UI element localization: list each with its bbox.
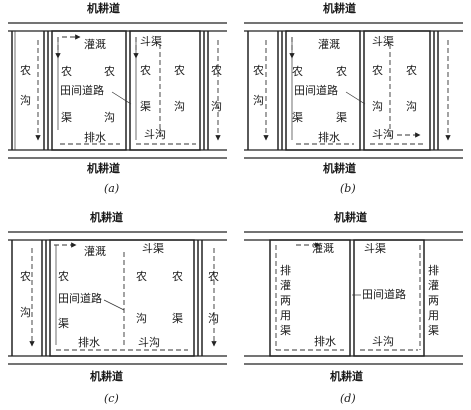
- panel-a-label-nong-c1: 农: [104, 64, 115, 78]
- panel-b-label-nong-c2: 农: [372, 63, 383, 77]
- panel-c-label-drainage: 排水: [78, 335, 100, 349]
- panel-c-label-gou-right: 沟: [208, 312, 219, 325]
- panel-a-label-nong-c2: 农: [140, 63, 151, 77]
- panel-b: 机耕道 机耕道 农 沟 灌溉 农 农 田间道路 渠 渠 排水 斗渠 农 农 沟: [244, 1, 463, 195]
- panel-b-label-nong-right: 农: [406, 63, 417, 77]
- panel-b-label-drainage: 排水: [318, 130, 340, 144]
- panel-a-label-qu-c1: 沟: [104, 111, 115, 124]
- panel-d-left-ch-3: 用: [280, 309, 291, 322]
- panel-d-left-ch-1: 灌: [280, 279, 291, 292]
- panel-b-label-qu-c2: 沟: [372, 100, 383, 113]
- panel-a-label-qu-c2: 渠: [140, 100, 151, 113]
- panel-a-label-douqu: 斗渠: [140, 35, 162, 48]
- panel-d-right-ch-2: 两: [428, 294, 439, 307]
- panel-a-label-field-road: 田间道路: [60, 83, 104, 97]
- panel-d-left-ch-4: 渠: [280, 324, 291, 337]
- panel-c-label-irrigation: 灌溉: [84, 245, 106, 258]
- panel-d: 机耕道 机耕道 灌溉 斗渠 排 灌 两 用 渠 排 灌 两 用 渠 田间道路 排…: [244, 210, 463, 405]
- panel-c-road-top: 机耕道: [90, 210, 123, 224]
- panel-c-caption: (c): [104, 392, 119, 405]
- panel-c-label-dougou: 斗沟: [138, 336, 160, 349]
- panel-b-label-douqu: 斗渠: [372, 35, 394, 48]
- panel-a-label-qu-inner: 渠: [61, 111, 72, 124]
- panel-b-road-bottom: 机耕道: [323, 161, 356, 175]
- panel-b-road-top: 机耕道: [323, 1, 356, 15]
- panel-b-label-nong-c1: 农: [336, 64, 347, 78]
- panel-c-label-nong-c1: 农: [136, 269, 147, 283]
- panel-c-label-nong-right: 农: [208, 269, 219, 283]
- panel-a-label-gou-far: 沟: [211, 100, 222, 113]
- panel-c-label-gou-left: 沟: [20, 306, 31, 319]
- panel-c-label-qu-c2: 渠: [172, 312, 183, 325]
- panel-d-label-irrigation: 灌溉: [312, 242, 334, 255]
- panel-d-road-top: 机耕道: [334, 210, 367, 224]
- panel-b-label-qu-c1: 渠: [336, 111, 347, 124]
- panel-d-label-dougou: 斗沟: [372, 335, 394, 348]
- panel-d-label-field-road: 田间道路: [362, 287, 406, 301]
- panel-a-label-nong-inner: 农: [61, 64, 72, 78]
- panel-a-road-bottom: 机耕道: [87, 161, 120, 175]
- panel-b-label-nong-left: 农: [253, 63, 264, 77]
- panel-c-label-nong-inner: 农: [58, 269, 69, 283]
- panel-a-label-dougou: 斗沟: [144, 128, 166, 141]
- panel-d-right-ch-1: 灌: [428, 279, 439, 292]
- panel-a-caption: (a): [104, 182, 119, 195]
- panel-b-label-gou-right: 沟: [406, 100, 417, 113]
- panel-d-left-ch-2: 两: [280, 294, 291, 307]
- panel-b-label-gou-left: 沟: [253, 94, 264, 107]
- panel-b-label-field-road: 田间道路: [294, 83, 338, 97]
- panel-b-label-dougou: 斗沟: [372, 128, 394, 141]
- panel-c-label-douqu: 斗渠: [142, 242, 164, 255]
- panel-c-label-qu-inner: 渠: [58, 317, 69, 330]
- panel-d-left-ch-0: 排: [280, 263, 291, 277]
- panel-a: 机耕道 机耕道 农 沟 灌溉 农 农 田间道路 渠: [8, 1, 227, 195]
- panel-a-label-irrigation: 灌溉: [84, 38, 106, 51]
- panel-c-label-field-road: 田间道路: [58, 291, 102, 305]
- panel-a-label-nong-left: 农: [20, 63, 31, 77]
- panel-a-road-top: 机耕道: [87, 1, 120, 15]
- panel-a-label-nong-right: 农: [174, 63, 185, 77]
- panel-c: 机耕道 机耕道 农 沟 灌溉 农 田间道路 渠 排水 斗渠 农 农 沟 渠 斗沟…: [8, 210, 227, 405]
- panel-c-label-nong-left: 农: [20, 269, 31, 283]
- panel-c-road-bottom: 机耕道: [90, 369, 123, 383]
- panel-d-caption: (d): [340, 392, 356, 405]
- panel-d-right-ch-3: 用: [428, 309, 439, 322]
- panel-d-label-drainage: 排水: [314, 334, 336, 348]
- panel-a-label-gou-left: 沟: [20, 94, 31, 107]
- panel-c-label-nong-c2: 农: [172, 269, 183, 283]
- panel-d-right-ch-4: 渠: [428, 324, 439, 337]
- panel-c-label-qu-c1: 沟: [136, 312, 147, 325]
- panel-b-label-qu-inner: 渠: [292, 111, 303, 124]
- panel-b-label-irrigation: 灌溉: [318, 38, 340, 51]
- panel-b-caption: (b): [340, 182, 356, 195]
- panel-a-label-nong-far: 农: [211, 63, 222, 77]
- panel-a-label-drainage: 排水: [84, 130, 106, 144]
- panel-a-label-gou-right: 沟: [174, 100, 185, 113]
- panel-d-right-ch-0: 排: [428, 263, 439, 277]
- panel-b-label-nong-inner: 农: [292, 64, 303, 78]
- panel-d-road-bottom: 机耕道: [330, 369, 363, 383]
- panel-d-label-douqu: 斗渠: [364, 242, 386, 255]
